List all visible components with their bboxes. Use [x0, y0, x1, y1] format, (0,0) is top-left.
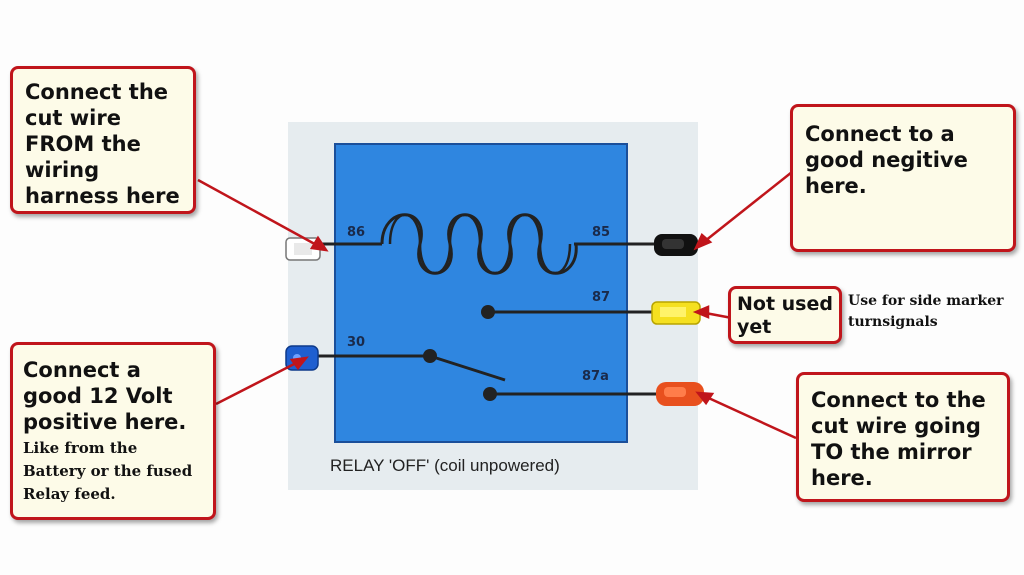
contact-87 — [481, 305, 495, 319]
callout-mirror-line: here. — [811, 466, 873, 490]
contact-87a — [483, 387, 497, 401]
pin-label-87a: 87a — [582, 369, 609, 384]
side-marker-note-line: turnsignals — [848, 314, 938, 330]
callout-positive-line: Connect a — [23, 358, 141, 382]
callout-negative-line: good negitive — [805, 148, 968, 172]
connector-87a-orange — [656, 382, 704, 406]
switch-arm — [429, 354, 506, 382]
callout-positive-line: positive here. — [23, 410, 187, 434]
callout-harness-line: wiring — [25, 158, 100, 182]
callout-harness-line: FROM the — [25, 132, 141, 156]
relay-body — [334, 143, 628, 443]
callout-mirror: Connect to the cut wire going TO the mir… — [796, 372, 1010, 502]
callout-positive-line: good 12 Volt — [23, 384, 173, 408]
side-marker-note-line: Use for side marker — [848, 293, 1004, 309]
callout-mirror-line: cut wire going — [811, 414, 981, 438]
callout-not-used-line: yet — [737, 316, 772, 338]
callout-pointers — [197, 171, 797, 440]
callout-negative-line: here. — [805, 174, 867, 198]
coil-loops — [388, 213, 572, 275]
connector-85-black — [654, 234, 698, 256]
callout-mirror-line: TO the mirror — [811, 440, 972, 464]
connector-87-yellow — [651, 301, 701, 325]
callout-positive-note-line: Battery or the fused — [23, 462, 193, 480]
pin-label-86: 86 — [347, 225, 365, 240]
pin-label-87: 87 — [592, 290, 610, 305]
callout-positive-note-line: Relay feed. — [23, 485, 116, 503]
callout-harness-line: cut wire — [25, 106, 121, 130]
callout-negative: Connect to a good negitive here. — [790, 104, 1016, 252]
callout-harness-line: harness here — [25, 184, 180, 208]
pin-label-85: 85 — [592, 225, 610, 240]
callout-not-used: Not used yet — [728, 286, 842, 344]
callout-harness: Connect the cut wire FROM the wiring har… — [10, 66, 196, 214]
relay-caption: RELAY 'OFF' (coil unpowered) — [330, 456, 560, 475]
callout-harness-line: Connect the — [25, 80, 169, 104]
side-marker-note: Use for side marker turnsignals — [848, 291, 1004, 333]
callout-positive-note-line: Like from the — [23, 439, 138, 457]
callout-mirror-line: Connect to the — [811, 388, 986, 412]
callout-not-used-line: Not used — [737, 293, 833, 315]
pin-label-30: 30 — [347, 335, 365, 350]
callout-positive: Connect a good 12 Volt positive here. Li… — [10, 342, 216, 520]
callout-negative-line: Connect to a — [805, 122, 955, 146]
